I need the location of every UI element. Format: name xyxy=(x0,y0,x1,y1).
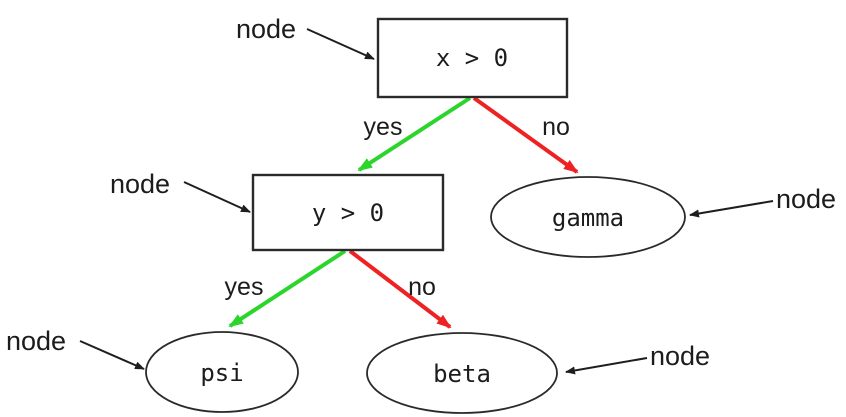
beta-ellipse xyxy=(366,332,558,414)
node-gamma: gamma xyxy=(490,176,686,258)
root-label: x > 0 xyxy=(436,44,508,72)
callout-arrow xyxy=(689,200,774,218)
callout-label: node xyxy=(776,184,836,214)
callout-arrow xyxy=(306,28,375,60)
yes-edge-line xyxy=(228,249,347,328)
gamma-ellipse xyxy=(490,176,686,258)
node-psi: psi xyxy=(145,331,299,413)
callout-arrow xyxy=(79,340,145,370)
callout-beta: node xyxy=(565,341,710,375)
edge-ytest-yes: yes xyxy=(225,249,347,328)
edge-ytest-no: no xyxy=(348,249,452,329)
edge-label-no: no xyxy=(542,113,570,141)
callout-label: node xyxy=(650,341,710,371)
root-box xyxy=(376,17,569,99)
psi-ellipse xyxy=(145,331,299,413)
callout-label: node xyxy=(110,169,170,199)
yes-edge-line xyxy=(357,96,472,172)
edge-root-no: no xyxy=(472,96,579,174)
y-test-box xyxy=(251,173,445,252)
edge-root-yes: yes xyxy=(357,96,472,172)
gamma-label: gamma xyxy=(552,204,624,232)
no-edge-line xyxy=(348,249,452,329)
edge-label-yes: yes xyxy=(225,273,264,301)
edge-label-no: no xyxy=(408,273,436,301)
callout-arrow xyxy=(565,357,648,375)
y-test-label: y > 0 xyxy=(312,199,384,227)
callout-label: node xyxy=(236,14,296,44)
edge-label-yes: yes xyxy=(364,113,403,141)
psi-label: psi xyxy=(200,359,243,387)
callout-arrow xyxy=(183,181,251,213)
callout-label: node xyxy=(6,326,66,356)
node-y-test: y > 0 xyxy=(251,173,445,252)
node-beta: beta xyxy=(366,332,558,414)
no-edge-line xyxy=(472,96,579,174)
beta-label: beta xyxy=(433,360,491,388)
node-root: x > 0 xyxy=(376,17,569,99)
callout-y-test: node xyxy=(110,169,251,213)
callout-psi: node xyxy=(6,326,145,370)
callout-gamma: node xyxy=(689,184,836,218)
callout-root: node xyxy=(236,14,375,60)
